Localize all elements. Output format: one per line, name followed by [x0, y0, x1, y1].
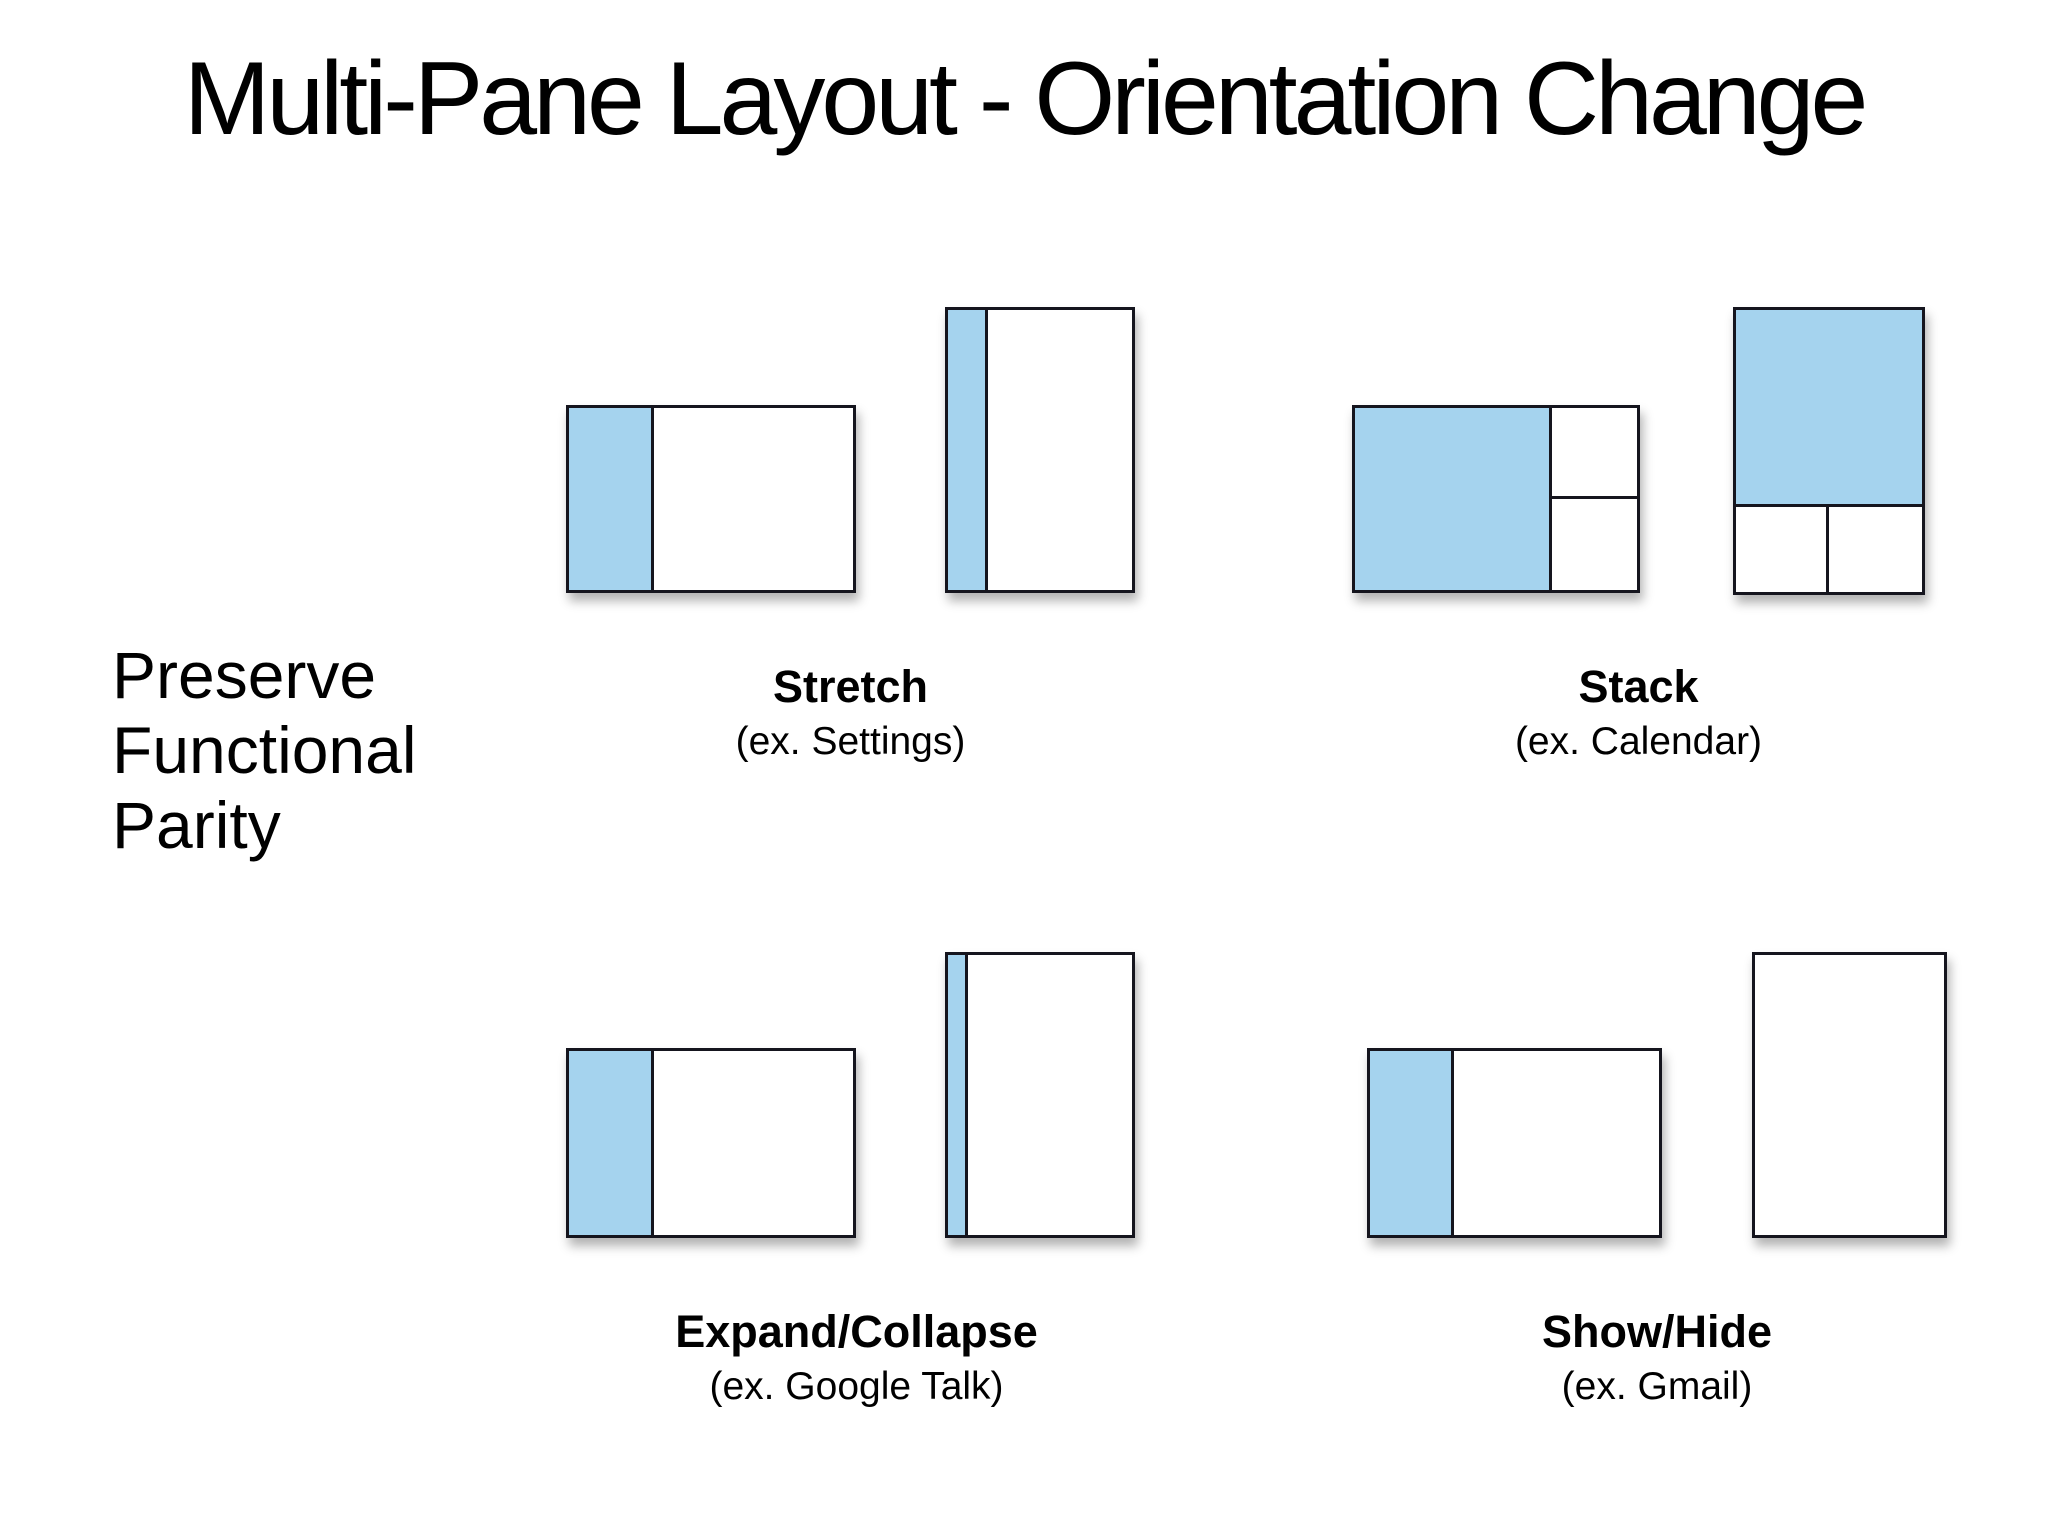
content-pane: [1736, 507, 1829, 592]
expand-collapse-caption: Expand/Collapse (ex. Google Talk): [566, 1303, 1147, 1412]
stretch-caption: Stretch (ex. Settings): [566, 658, 1135, 767]
show-hide-landscape-diagram: [1367, 1048, 1662, 1238]
group-example: (ex. Settings): [735, 719, 966, 763]
group-label: Stack: [1578, 661, 1699, 712]
slide-title: Multi-Pane Layout - Orientation Change: [183, 41, 1869, 157]
content-pane: [1552, 408, 1637, 499]
group-example: (ex. Google Talk): [709, 1364, 1004, 1408]
highlight-pane: [948, 310, 989, 590]
side-note-line: Functional: [112, 713, 417, 787]
group-example: (ex. Calendar): [1514, 719, 1763, 763]
stack-landscape-diagram: [1352, 405, 1640, 593]
show-hide-portrait-diagram: [1752, 952, 1947, 1238]
stack-portrait-diagram: [1733, 307, 1925, 595]
stretch-landscape-diagram: [566, 405, 856, 593]
stack-caption: Stack (ex. Calendar): [1352, 658, 1925, 767]
content-pane: [1552, 499, 1637, 590]
content-pane: [654, 1051, 853, 1235]
stretch-portrait-diagram: [945, 307, 1135, 593]
side-note-line: Preserve: [112, 638, 377, 712]
highlight-pane: [948, 955, 969, 1235]
group-label: Show/Hide: [1541, 1306, 1772, 1357]
content-pane: [988, 310, 1132, 590]
highlight-pane: [569, 1051, 655, 1235]
highlight-pane: [569, 408, 655, 590]
stacked-panes: [1552, 408, 1637, 590]
expand-collapse-landscape-diagram: [566, 1048, 856, 1238]
highlight-pane: [1736, 310, 1922, 508]
stacked-panes: [1736, 507, 1922, 592]
content-pane: [654, 408, 853, 590]
highlight-pane: [1370, 1051, 1454, 1235]
expand-collapse-portrait-diagram: [945, 952, 1135, 1238]
show-hide-caption: Show/Hide (ex. Gmail): [1367, 1303, 1947, 1412]
group-label: Expand/Collapse: [675, 1306, 1038, 1357]
content-pane: [968, 955, 1132, 1235]
content-pane: [1453, 1051, 1659, 1235]
side-note-line: Parity: [112, 788, 281, 862]
highlight-pane: [1355, 408, 1553, 590]
content-pane: [1755, 955, 1944, 1235]
side-note: Preserve Functional Parity: [112, 638, 417, 863]
group-example: (ex. Gmail): [1561, 1364, 1753, 1408]
content-pane: [1829, 507, 1922, 592]
group-label: Stretch: [772, 661, 929, 712]
